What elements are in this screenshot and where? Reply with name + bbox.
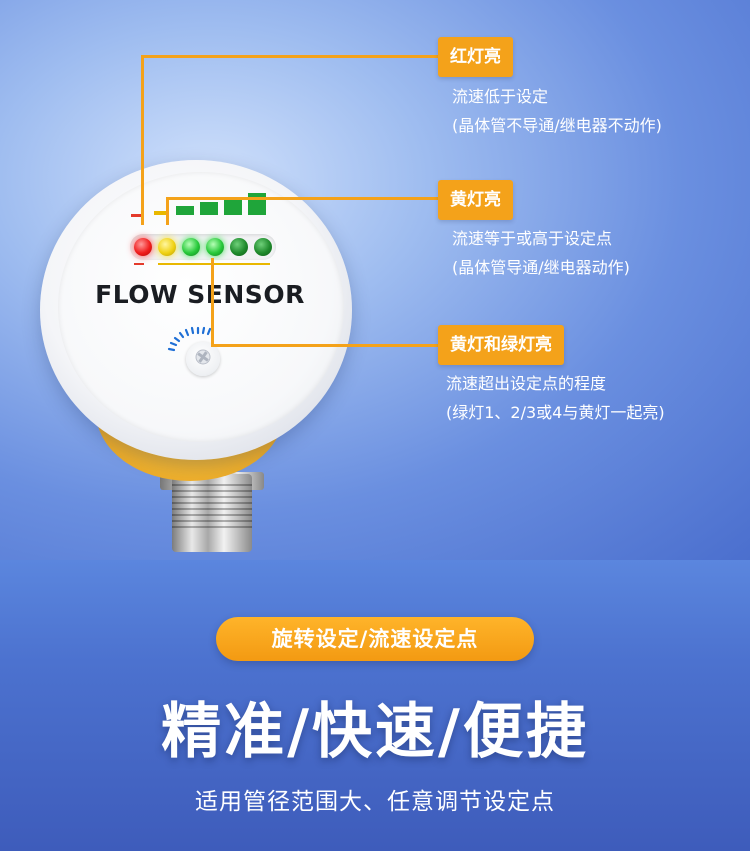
- bar-green-3: [224, 198, 242, 215]
- callout-line-red-v: [141, 55, 144, 225]
- led-green-2: [206, 238, 224, 256]
- subline: 适用管径范围大、任意调节设定点: [195, 789, 555, 815]
- callout-line-yellow-h: [166, 197, 441, 200]
- product-showcase: FLOW SENSOR 红灯亮 流速低于设定: [0, 0, 750, 560]
- led-yellow: [158, 238, 176, 256]
- led-underline-yellow: [158, 263, 270, 265]
- callout-tag-yellow-green: 黄灯和绿灯亮: [438, 325, 564, 365]
- feature-banner: [0, 560, 750, 851]
- bar-green-2: [200, 202, 218, 215]
- callout-desc-green-1: 流速超出设定点的程度: [446, 374, 607, 393]
- flow-sensor-device: FLOW SENSOR: [40, 160, 352, 552]
- feature-pill: 旋转设定/流速设定点: [216, 617, 534, 661]
- led-green-1: [182, 238, 200, 256]
- callout-desc-yellow-2: (晶体管导通/继电器动作): [452, 258, 630, 277]
- callout-line-red-h: [141, 55, 441, 58]
- sensor-label: FLOW SENSOR: [95, 280, 305, 309]
- callout-line-green-h: [211, 344, 441, 347]
- led-strip: [130, 234, 276, 260]
- callout-desc-red-2: (晶体管不导通/继电器不动作): [452, 116, 662, 135]
- bar-green-1: [176, 206, 194, 215]
- callout-line-yellow-v: [166, 197, 169, 225]
- callout-desc-yellow-1: 流速等于或高于设定点: [452, 229, 613, 248]
- sensor-face: [58, 172, 344, 442]
- bar-yellow-mark: [154, 211, 168, 215]
- callout-tag-yellow: 黄灯亮: [438, 180, 513, 220]
- m12-connector: [172, 474, 252, 552]
- callout-line-green-v: [211, 258, 214, 347]
- screwdriver-slot-icon: [195, 349, 211, 365]
- callout-desc-red-1: 流速低于设定: [452, 87, 549, 106]
- bar-red-mark: [131, 214, 141, 217]
- led-green-3: [230, 238, 248, 256]
- led-green-4: [254, 238, 272, 256]
- led-red: [134, 238, 152, 256]
- callout-tag-red: 红灯亮: [438, 37, 513, 77]
- headline: 精准/快速/便捷: [161, 697, 589, 767]
- callout-desc-green-2: (绿灯1、2/3或4与黄灯一起亮): [446, 403, 665, 422]
- led-underline-red: [134, 263, 144, 265]
- setpoint-dial-arc: [167, 326, 212, 352]
